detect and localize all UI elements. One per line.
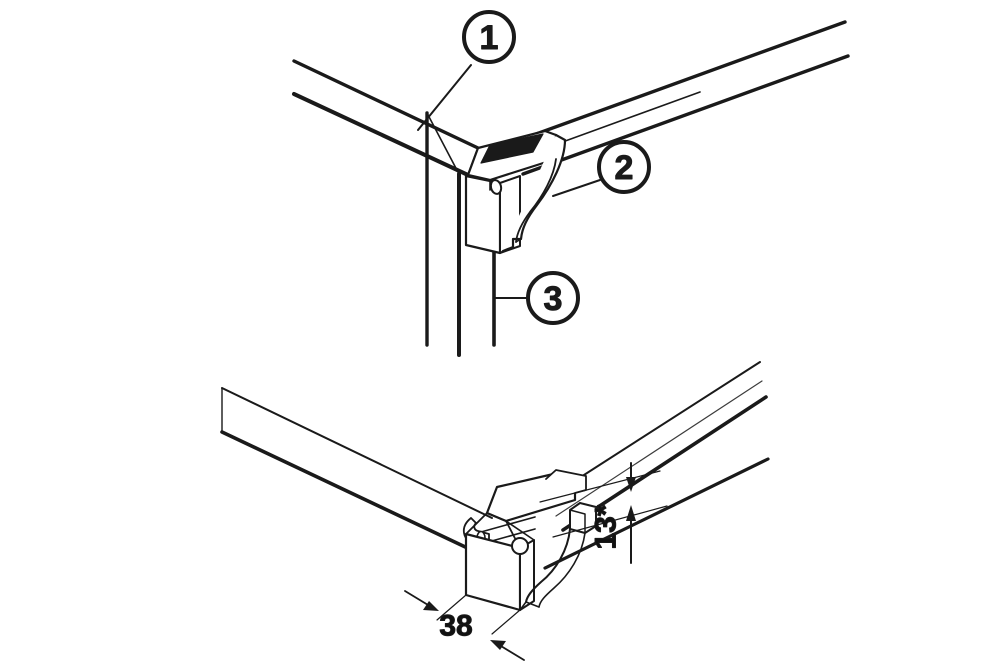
dimension-height-group: 13* bbox=[539, 462, 668, 564]
bracket-arm-upper bbox=[499, 133, 567, 254]
dimension-height-label: 13* bbox=[590, 504, 623, 549]
callout-2-label: 2 bbox=[615, 149, 634, 187]
callout-2-circle bbox=[597, 140, 651, 194]
leader-line-1 bbox=[417, 64, 472, 131]
bracket-curve-lower bbox=[525, 528, 571, 603]
callout-2[interactable]: 2 bbox=[597, 140, 651, 194]
arrowhead-left bbox=[423, 601, 439, 611]
view-upper-corner-assembly: 1 2 3 bbox=[292, 10, 850, 357]
left-rail-lower bbox=[220, 387, 493, 555]
arrowhead-down bbox=[626, 477, 636, 492]
view-lower-connector-detail: 13* 38 bbox=[220, 361, 770, 661]
arrowhead-up bbox=[626, 505, 636, 521]
fixing-hole-upper bbox=[489, 179, 503, 195]
callout-3[interactable]: 3 bbox=[526, 271, 580, 325]
callout-1-circle bbox=[462, 10, 516, 64]
callout-3-circle bbox=[526, 271, 580, 325]
arrowhead-right bbox=[490, 640, 506, 650]
connector-block-lower bbox=[462, 469, 597, 612]
leader-line-2 bbox=[552, 179, 601, 197]
fixing-hole-lower bbox=[511, 537, 529, 555]
dimension-width-group: 38 bbox=[404, 590, 525, 661]
callout-1[interactable]: 1 bbox=[462, 10, 516, 64]
callout-3-label: 3 bbox=[544, 280, 563, 318]
callout-1-label: 1 bbox=[480, 19, 499, 57]
dimension-width-label: 38 bbox=[439, 610, 472, 643]
